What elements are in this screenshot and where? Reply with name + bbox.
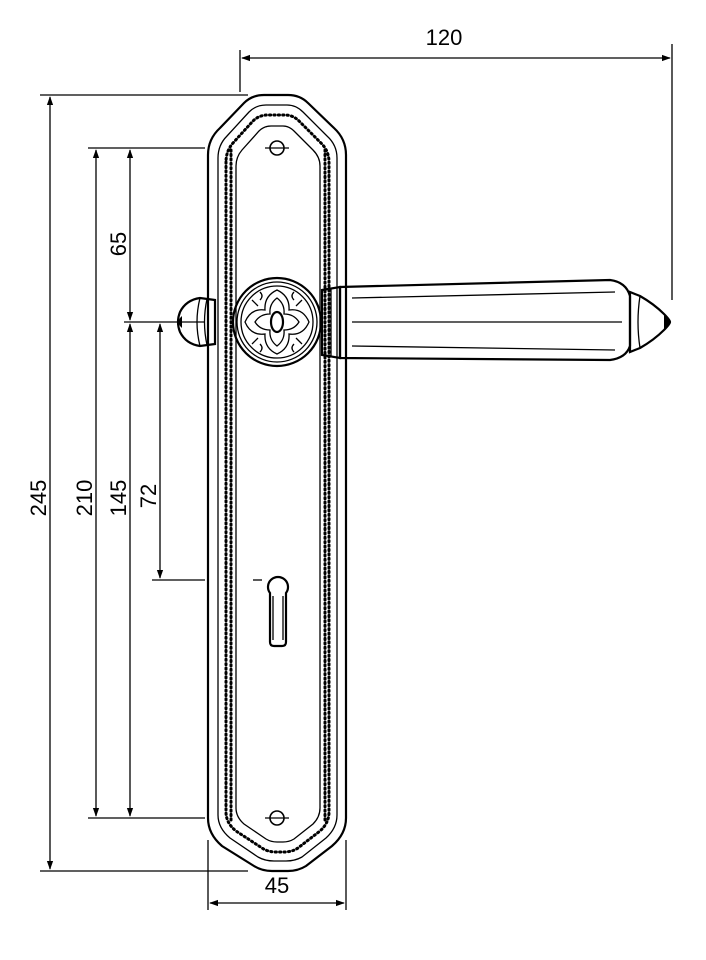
dimension-overall-height: 245 <box>26 96 54 870</box>
backplate <box>206 93 348 873</box>
label-handle-projection: 120 <box>426 25 463 50</box>
right-finial <box>628 290 672 354</box>
label-top-screw-to-handle: 65 <box>106 232 131 256</box>
keyhole <box>253 575 290 648</box>
dimension-top-screw-to-handle: 65 <box>106 149 134 321</box>
dimension-annotations: 245 210 145 72 65 120 45 <box>26 25 673 910</box>
lever-handle <box>176 276 672 368</box>
dimension-handle-projection: 120 <box>241 25 671 62</box>
top-screw-hole <box>265 140 289 156</box>
label-plate-width: 45 <box>265 873 289 898</box>
label-handle-to-keyhole: 72 <box>136 484 161 508</box>
dimension-plate-width: 45 <box>209 873 345 907</box>
lever-arm <box>338 278 632 362</box>
dimension-handle-to-keyhole: 72 <box>136 323 164 579</box>
rosette <box>231 276 323 368</box>
dimension-screw-spacing: 210 <box>72 149 100 817</box>
label-overall-height: 245 <box>26 480 51 517</box>
dimension-handle-to-bottom-screw: 145 <box>106 323 134 817</box>
label-screw-spacing: 210 <box>72 480 97 517</box>
bottom-screw-hole <box>265 810 289 826</box>
left-finial <box>176 296 217 348</box>
label-handle-to-bottom-screw: 145 <box>106 480 131 517</box>
